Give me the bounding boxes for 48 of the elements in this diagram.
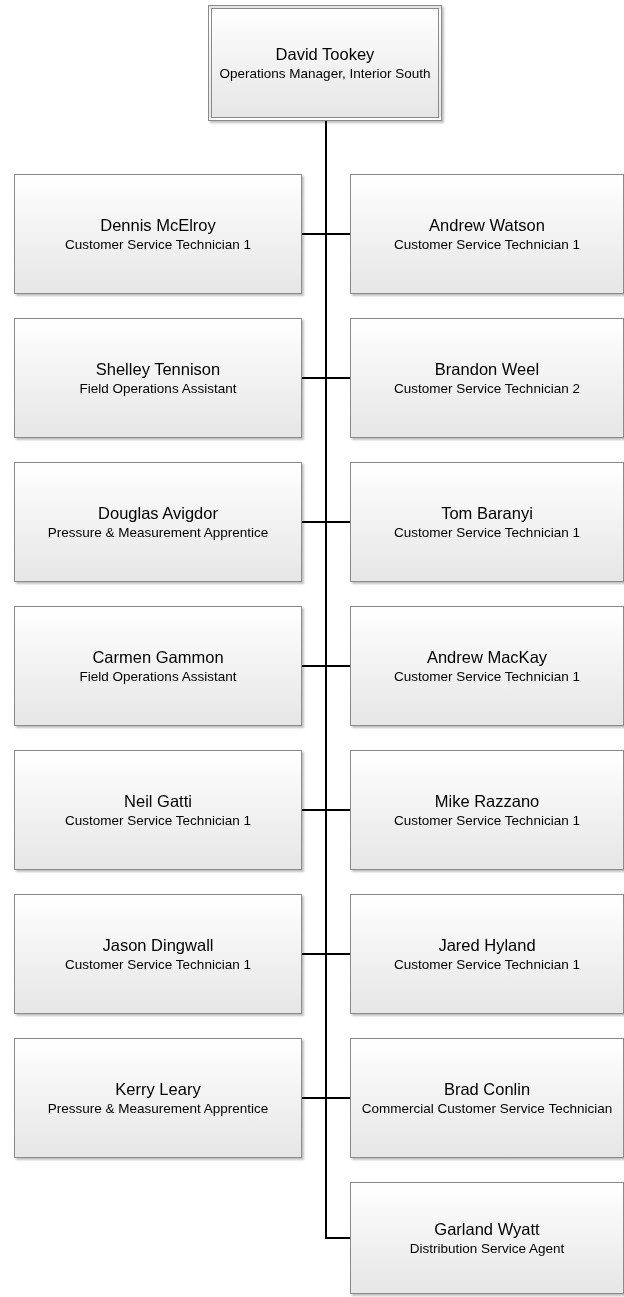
person-name: Garland Wyatt (434, 1218, 540, 1240)
person-name: Shelley Tennison (95, 358, 221, 380)
job-title: Operations Manager, Interior South (219, 64, 431, 83)
job-title: Customer Service Technician 1 (394, 523, 580, 542)
job-title: Customer Service Technician 1 (394, 235, 580, 254)
person-name: Neil Gatti (124, 790, 192, 812)
org-chart-box (14, 1038, 302, 1158)
org-chart-box (350, 606, 624, 726)
org-chart-box (350, 174, 624, 294)
org-chart-box (14, 606, 302, 726)
person-name: Andrew Watson (429, 214, 545, 236)
org-chart-box (350, 750, 624, 870)
person-name: Brandon Weel (434, 358, 540, 380)
person-name: Tom Baranyi (441, 502, 533, 524)
org-chart-box (14, 318, 302, 438)
person-name: Jared Hyland (438, 934, 536, 956)
org-chart-box (14, 174, 302, 294)
person-name: Dennis McElroy (100, 214, 216, 236)
job-title: Customer Service Technician 1 (394, 667, 580, 686)
job-title: Customer Service Technician 1 (65, 955, 251, 974)
job-title: Customer Service Technician 1 (65, 811, 251, 830)
person-name: Andrew MacKay (426, 646, 548, 668)
job-title: Field Operations Assistant (79, 667, 237, 686)
job-title: Customer Service Technician 1 (65, 235, 251, 254)
person-name: David Tookey (275, 43, 375, 65)
job-title: Customer Service Technician 2 (394, 379, 580, 398)
org-chart-box (350, 1038, 624, 1158)
person-name: Kerry Leary (115, 1078, 201, 1100)
job-title: Customer Service Technician 1 (394, 955, 580, 974)
person-name: Brad Conlin (443, 1078, 531, 1100)
job-title: Pressure & Measurement Apprentice (47, 1099, 269, 1118)
job-title: Pressure & Measurement Apprentice (47, 523, 269, 542)
person-name: Mike Razzano (434, 790, 540, 812)
person-name: Jason Dingwall (102, 934, 214, 956)
org-chart-box (350, 1182, 624, 1294)
job-title: Customer Service Technician 1 (394, 811, 580, 830)
org-chart-box (350, 318, 624, 438)
org-chart-box (350, 894, 624, 1014)
job-title: Commercial Customer Service Technician (361, 1099, 613, 1118)
job-title: Field Operations Assistant (79, 379, 237, 398)
org-chart-box (14, 462, 302, 582)
person-name: Douglas Avigdor (98, 502, 218, 524)
org-chart-box (208, 5, 442, 121)
org-chart-box (14, 894, 302, 1014)
org-chart-box (350, 462, 624, 582)
job-title: Distribution Service Agent (409, 1239, 565, 1258)
org-chart-box (14, 750, 302, 870)
person-name: Carmen Gammon (92, 646, 224, 668)
